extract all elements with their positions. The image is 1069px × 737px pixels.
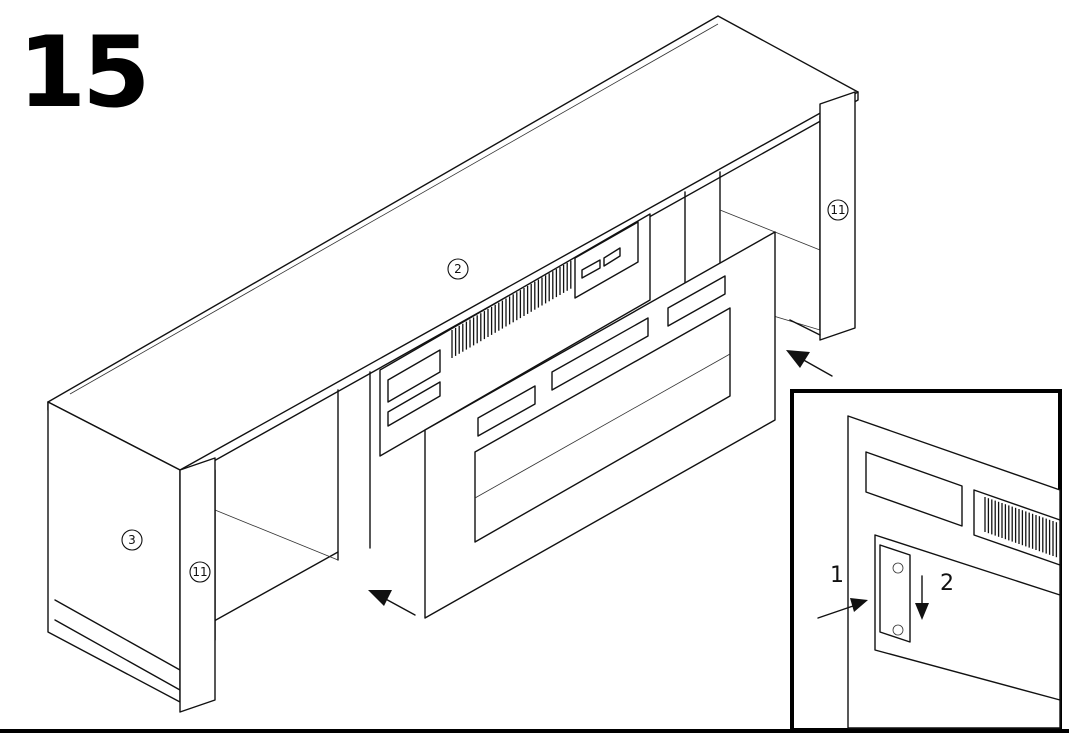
callout-left-end-cap: 11 — [189, 561, 211, 583]
arrow-icon — [786, 350, 833, 377]
front-panel — [424, 231, 776, 619]
inset-step-2: 2 — [940, 571, 954, 596]
arrow-icon — [368, 590, 416, 616]
callout-right-end-cap: 11 — [827, 199, 849, 221]
callout-text: 11 — [192, 565, 207, 579]
callout-text: 11 — [830, 203, 845, 217]
inset-step-1: 1 — [830, 563, 844, 588]
left-side-panel — [47, 401, 181, 703]
left-end-cap — [179, 457, 216, 713]
detail-inset: 1 2 — [790, 389, 1062, 732]
callout-text: 2 — [454, 262, 462, 276]
arrow-icon — [817, 598, 868, 619]
callout-left-side-panel: 3 — [121, 529, 143, 551]
fireplace-insert — [379, 213, 651, 457]
fireplace-grille — [451, 260, 572, 358]
arrow-icon — [915, 575, 929, 620]
callout-top-panel: 2 — [447, 258, 469, 280]
step-number: 15 — [18, 16, 150, 130]
callout-text: 3 — [128, 533, 136, 547]
